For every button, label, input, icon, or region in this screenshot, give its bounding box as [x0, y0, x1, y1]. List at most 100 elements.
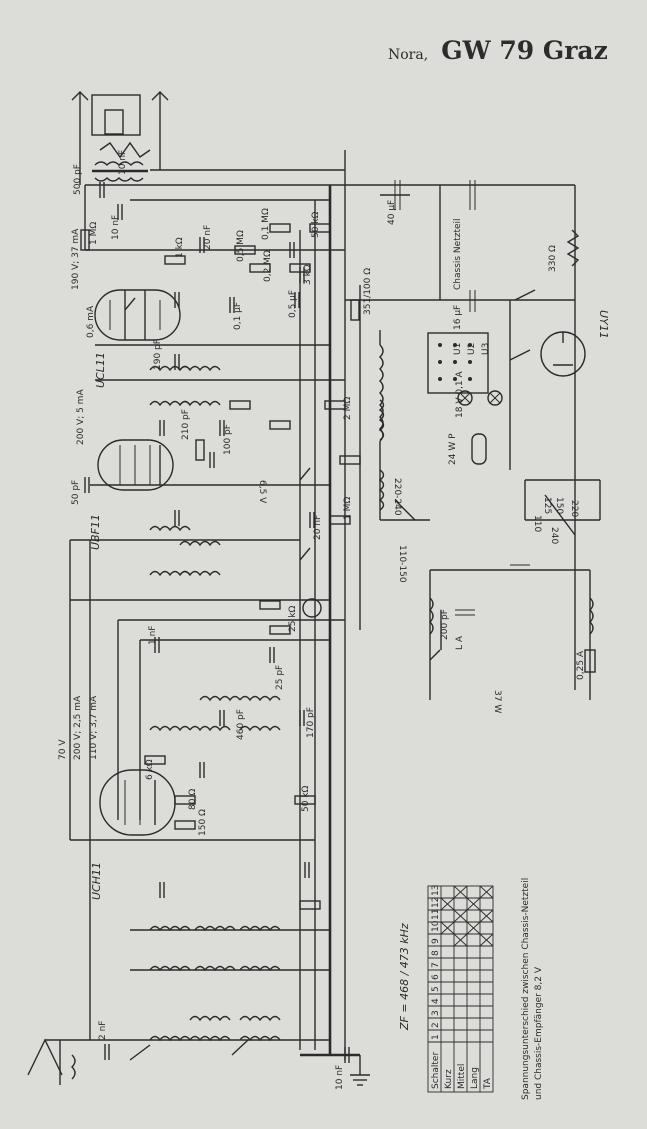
- table-header-cell: 7: [431, 962, 441, 968]
- label-r50k: 50 kΩ: [311, 211, 321, 238]
- label-r3k: 3 kΩ: [303, 264, 313, 285]
- label-uch11: UCH11: [90, 862, 103, 900]
- coil: [189, 1035, 231, 1042]
- label-r50k-b: 50 kΩ: [301, 785, 311, 812]
- table-header-cell: 3: [431, 1010, 441, 1016]
- table-header-cell: 4: [431, 998, 441, 1004]
- label-v200a: 200 V; 5 mA: [76, 389, 86, 445]
- label-c10n-top: 10 nF: [118, 150, 128, 175]
- coil: [239, 925, 281, 932]
- coil: [239, 695, 281, 702]
- coil: [378, 469, 385, 511]
- label-pil: 24 W P: [448, 433, 458, 465]
- resistor: [339, 455, 361, 465]
- tube-ucl11: [94, 289, 181, 341]
- speaker-output: [71, 91, 169, 185]
- coil: [179, 365, 221, 372]
- label-r02: 0,2 MΩ: [263, 250, 273, 282]
- resistor: [80, 229, 90, 251]
- table-row-label: Mittel: [457, 1064, 467, 1089]
- label-fuse: 0,25 A: [576, 650, 586, 680]
- label-v70: 70 V: [58, 739, 68, 760]
- table-cross: [479, 885, 494, 899]
- labels: UCL11 UBF11 UCH11 UY11 190 V; 37 mA 0,6 …: [58, 150, 610, 1100]
- label-r330: 330 Ω: [548, 245, 558, 272]
- resistor: [174, 820, 196, 830]
- resistor: [269, 223, 291, 233]
- label-c01u: 0,1 µF: [233, 302, 243, 330]
- table-header-cell: 5: [431, 986, 441, 992]
- label-v220-240: 220-240: [392, 478, 402, 516]
- table-row-label: TA: [483, 1077, 493, 1090]
- label-c2n: 2 nF: [98, 1021, 108, 1040]
- table-cross: [466, 897, 481, 911]
- label-v65: 6,5 V: [257, 480, 267, 504]
- coil: [194, 965, 236, 972]
- table-header-cell: 11: [431, 909, 441, 920]
- table-header-cell: Schalter: [431, 1052, 441, 1089]
- antenna-input: [27, 1038, 370, 1086]
- table-header-cell: 1: [431, 1034, 441, 1040]
- label-u1: U1: [453, 343, 463, 355]
- resistor: [234, 245, 256, 255]
- coils: [149, 365, 385, 1042]
- table-header-cell: 8: [431, 950, 441, 956]
- label-uy11: UY11: [597, 310, 610, 339]
- table-cross: [479, 933, 494, 947]
- label-note1: Spannungsunterschied zwischen Chassis-Ne…: [521, 878, 531, 1100]
- label-v190: 190 V; 37 mA: [71, 228, 81, 290]
- coil: [189, 1015, 231, 1022]
- label-la: L A: [455, 635, 465, 650]
- label-r6k: 6 kΩ: [145, 759, 155, 780]
- coil: [149, 1035, 191, 1042]
- table-header-cell: 2: [431, 1022, 441, 1028]
- coil: [179, 570, 221, 577]
- tube-ubf11: [97, 439, 174, 491]
- title-header: Nora, GW 79 Graz: [388, 36, 608, 65]
- resistor: [249, 263, 271, 273]
- magic-eye: [302, 598, 322, 618]
- coil: [239, 725, 281, 732]
- tube-uch11: [99, 769, 176, 836]
- label-c170: 170 pF: [306, 707, 316, 738]
- label-c210p: 210 pF: [181, 409, 191, 440]
- label-u3: U3: [481, 343, 491, 355]
- label-v110: 110 V; 3,7 mA: [89, 695, 99, 760]
- table-cross: [453, 909, 468, 923]
- coil: [239, 1035, 281, 1042]
- label-r1mb: 1 MΩ: [343, 497, 353, 520]
- label-v110-150: 110-150: [397, 545, 407, 583]
- label-c40u: 40 µF: [387, 200, 397, 225]
- label-zf: ZF = 468 / 473 kHz: [398, 923, 411, 1031]
- table-cross: [440, 921, 455, 935]
- resistor: [350, 299, 360, 321]
- label-c25p: 25 pF: [275, 665, 285, 690]
- label-c100p: 100 pF: [223, 424, 233, 455]
- switch-contact: [299, 467, 311, 481]
- bus-lines: [69, 150, 575, 1060]
- model-title: GW 79 Graz: [441, 36, 608, 65]
- label-r150: 150 Ω: [198, 809, 208, 836]
- label-ubf11: UBF11: [89, 514, 102, 550]
- resistor: [269, 420, 291, 430]
- table-header-cell: 9: [431, 938, 441, 944]
- label-sel150: 150: [554, 497, 564, 514]
- label-c05: 0,5 µF: [288, 290, 298, 318]
- coil: [149, 725, 191, 732]
- resistor: [269, 625, 291, 635]
- label-r25k: 25 kΩ: [288, 605, 298, 632]
- switch-contact: [299, 547, 311, 561]
- label-r1m: 1 MΩ: [89, 222, 99, 245]
- coil: [199, 695, 241, 702]
- coil: [179, 540, 221, 547]
- resistor: [164, 255, 186, 265]
- label-sel240: 240: [549, 527, 559, 544]
- resistor: [324, 400, 346, 410]
- label-c1n: 1 nF: [148, 626, 158, 645]
- table-frame: [427, 885, 494, 1093]
- label-lamp: 18 V 0,1 A: [455, 370, 465, 418]
- label-c20n-b: 20 nF: [313, 515, 323, 540]
- power-supply: [345, 180, 601, 700]
